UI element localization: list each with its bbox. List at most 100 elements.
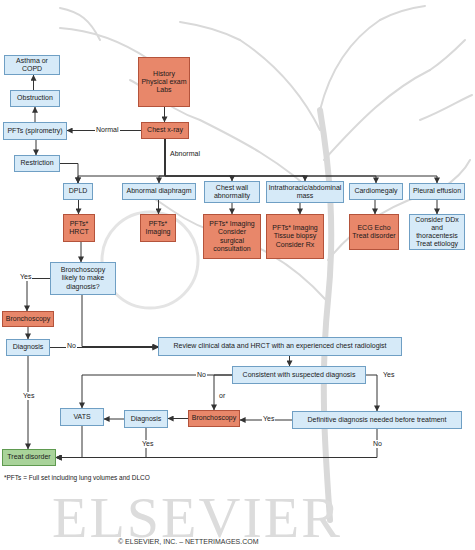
node-text: PFTs* HRCT <box>66 220 92 236</box>
action-box: Bronchoscopy <box>2 311 54 327</box>
flow-arrow <box>104 419 124 420</box>
node-text: Restriction <box>20 159 53 167</box>
node-text: PFTs* Imaging Tissue biopsy Consider Rx <box>269 224 321 248</box>
node-text: Treat disorder <box>7 453 50 461</box>
process-box: PFTs (spirometry) <box>3 122 67 140</box>
process-box: Diagnosis <box>124 410 168 428</box>
action-box: Bronchoscopy <box>188 410 240 427</box>
flow-arrow <box>28 327 29 339</box>
process-box: Consider DDx and thoracentesis Treat eti… <box>409 214 465 250</box>
process-box: Chest wall abnormality <box>204 181 260 203</box>
flow-arrow <box>60 164 78 184</box>
flow-arrow <box>78 200 79 214</box>
edge-label: Yes <box>262 415 275 423</box>
flow-arrow <box>56 428 146 458</box>
edge-label: Yes <box>382 371 395 379</box>
flow-arrow <box>366 375 377 411</box>
edge-label: No <box>66 342 77 350</box>
action-box: ECG Echo Treat disorder <box>349 214 399 250</box>
flow-arrow <box>300 203 301 214</box>
node-text: Obstruction <box>17 94 53 102</box>
node-text: VATS <box>73 413 90 421</box>
node-text: Consistent with suspected diagnosis <box>243 371 356 379</box>
flow-arrow <box>437 200 438 214</box>
process-box: Asthma or COPD <box>4 55 60 75</box>
action-box: Chest x-ray <box>141 122 189 139</box>
flow-arrow <box>158 200 159 214</box>
node-text: Intrathoracic/abdominal mass <box>269 184 342 200</box>
flow-arrow <box>56 426 82 458</box>
process-box: Definitive diagnosis needed before treat… <box>292 411 462 429</box>
process-box: Bronchoscopy likely to make diagnosis? <box>50 262 116 295</box>
node-text: Diagnosis <box>13 343 44 351</box>
node-text: History Physical exam Labs <box>141 70 187 94</box>
node-text: ECG Echo Treat disorder <box>352 224 396 240</box>
node-text: Definitive diagnosis needed before treat… <box>308 416 447 424</box>
flow-arrow <box>78 139 165 183</box>
node-text: PFTs* Imaging <box>143 220 173 236</box>
action-box: PFTs* Imaging <box>140 214 176 242</box>
flow-arrow <box>27 279 50 312</box>
node-text: Bronchoscopy <box>6 315 50 323</box>
flow-arrow <box>165 139 305 181</box>
flow-arrow <box>159 139 165 183</box>
node-text: Cardiomegaly <box>354 187 397 195</box>
flow-arrow <box>36 140 37 155</box>
flow-arrow <box>289 356 290 366</box>
node-text: Bronchoscopy likely to make diagnosis? <box>53 266 113 290</box>
flow-arrow <box>232 203 233 214</box>
flow-arrow <box>82 295 158 347</box>
node-text: Asthma or COPD <box>7 57 57 73</box>
copyright: © ELSEVIER, INC. – NETTERIMAGES.COM <box>118 538 259 545</box>
edge-note: Abnormal <box>170 150 200 157</box>
node-text: Consider DDx and thoracentesis Treat eti… <box>412 216 462 248</box>
process-box: DPLD <box>63 183 93 200</box>
node-text: Chest x-ray <box>147 126 183 134</box>
edge-note: or <box>219 392 225 399</box>
node-text: Pleural effusion <box>413 187 461 195</box>
process-box: Consistent with suspected diagnosis <box>232 366 366 384</box>
logo-ring <box>102 212 198 308</box>
flow-arrow <box>168 418 188 419</box>
process-box: Cardiomegaly <box>349 183 403 200</box>
process-box: Pleural effusion <box>409 183 465 200</box>
flow-arrow <box>375 200 376 214</box>
process-box: Review clinical data and HRCT with an ex… <box>158 337 402 356</box>
flow-arrow <box>82 375 232 408</box>
action-box: PFTs* Imaging Consider surgical consulta… <box>203 214 261 259</box>
flow-arrow <box>33 75 34 90</box>
process-box: Diagnosis <box>6 339 50 356</box>
node-text: Bronchoscopy <box>192 414 236 422</box>
action-box: History Physical exam Labs <box>138 57 190 107</box>
edge-label: Yes <box>19 273 32 281</box>
node-text: PFTs* Imaging Consider surgical consulta… <box>206 220 258 252</box>
process-box: Obstruction <box>10 90 60 107</box>
flow-arrow <box>165 139 437 183</box>
flow-arrow <box>164 107 165 122</box>
action-box: PFTs* HRCT <box>63 214 95 242</box>
process-box: Abnormal diaphragm <box>122 183 196 200</box>
footnote: *PFTs = Full set including lung volumes … <box>4 474 150 481</box>
flow-arrow <box>214 375 232 410</box>
node-text: PFTs (spirometry) <box>7 127 62 135</box>
node-text: DPLD <box>69 187 88 195</box>
tree-sketch <box>60 6 472 520</box>
process-box: Intrathoracic/abdominal mass <box>266 181 344 203</box>
node-text: Abnormal diaphragm <box>127 187 192 195</box>
edge-label: Normal <box>95 126 120 134</box>
flow-arrow <box>56 429 377 458</box>
flow-arrow <box>81 242 82 262</box>
edge-label: Yes <box>141 440 154 448</box>
flow-arrow <box>28 356 29 449</box>
edge-label: Yes <box>22 392 35 400</box>
edge-label: No <box>196 371 207 379</box>
process-box: Restriction <box>14 155 60 172</box>
flow-arrow <box>35 107 36 122</box>
node-text: Diagnosis <box>131 415 162 423</box>
action-box: PFTs* Imaging Tissue biopsy Consider Rx <box>266 214 324 259</box>
flow-arrow <box>165 139 232 181</box>
node-text: Chest wall abnormality <box>207 184 257 200</box>
edge-label: No <box>372 440 383 448</box>
node-text: Review clinical data and HRCT with an ex… <box>173 342 386 350</box>
process-box: VATS <box>60 408 104 426</box>
